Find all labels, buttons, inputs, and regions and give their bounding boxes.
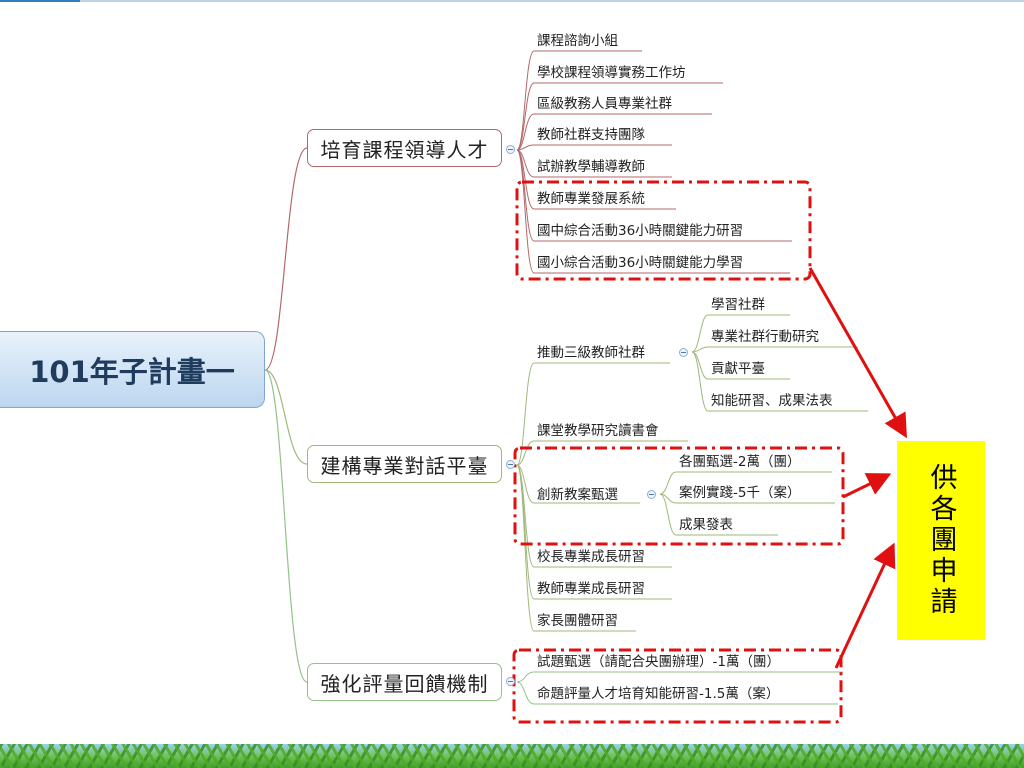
subtopic-node[interactable]: 知能研習、成果法表 xyxy=(711,393,833,409)
topic-node[interactable]: 國小綜合活動36小時關鍵能力學習 xyxy=(537,255,744,271)
topic-node[interactable]: 教師專業發展系統 xyxy=(537,191,645,207)
branch-node-curriculum-leadership[interactable]: 培育課程領導人才 xyxy=(307,129,502,167)
topic-node[interactable]: 區級教務人員專業社群 xyxy=(537,96,672,112)
grass-decoration xyxy=(0,744,1024,768)
arrow-3 xyxy=(834,542,896,669)
root-node[interactable]: 101年子計畫一 xyxy=(0,331,265,408)
topic-node[interactable]: 教師社群支持團隊 xyxy=(537,127,645,143)
subtopic-node[interactable]: 案例實踐-5千（案） xyxy=(679,485,801,501)
subtopic-node[interactable]: 成果發表 xyxy=(679,517,733,533)
collapse-toggle-icon[interactable] xyxy=(506,677,515,686)
callout-text: 供各團申請 xyxy=(925,463,957,618)
highlight-box-1 xyxy=(515,180,812,281)
topic-node[interactable]: 試辦教學輔導教師 xyxy=(537,159,645,175)
branch-node-assessment-feedback[interactable]: 強化評量回饋機制 xyxy=(307,663,502,701)
branch-node-dialogue-platform[interactable]: 建構專業對話平臺 xyxy=(307,445,502,483)
topic-node[interactable]: 命題評量人才培育知能研習-1.5萬（案） xyxy=(537,686,780,702)
topic-node[interactable]: 國中綜合活動36小時關鍵能力研習 xyxy=(537,223,744,239)
top-border xyxy=(0,0,1024,2)
collapse-toggle-icon[interactable] xyxy=(679,348,688,357)
subtopic-node[interactable]: 貢獻平臺 xyxy=(711,361,765,377)
highlight-box-3 xyxy=(512,648,843,724)
topic-node[interactable]: 教師專業成長研習 xyxy=(537,581,645,597)
subtopic-node[interactable]: 專業社群行動研究 xyxy=(711,329,819,345)
arrow-2 xyxy=(842,473,892,499)
arrow-1 xyxy=(808,267,907,439)
topic-node[interactable]: 校長專業成長研習 xyxy=(537,549,645,565)
subtopic-node[interactable]: 學習社群 xyxy=(711,297,765,313)
collapse-toggle-icon[interactable] xyxy=(506,145,515,154)
topic-node[interactable]: 課程諮詢小組 xyxy=(537,33,618,49)
topic-node[interactable]: 學校課程領導實務工作坊 xyxy=(537,65,686,81)
collapse-toggle-icon[interactable] xyxy=(506,460,515,469)
topic-node[interactable]: 創新教案甄選 xyxy=(537,487,618,503)
collapse-toggle-icon[interactable] xyxy=(647,490,656,499)
subtopic-node[interactable]: 各團甄選-2萬（團） xyxy=(679,454,801,470)
topic-node[interactable]: 課堂教學研究讀書會 xyxy=(537,423,659,439)
application-callout: 供各團申請 xyxy=(897,441,985,640)
topic-node[interactable]: 家長團體研習 xyxy=(537,613,618,629)
topic-node[interactable]: 試題甄選（請配合央團辦理）-1萬（團） xyxy=(537,654,780,670)
topic-node[interactable]: 推動三級教師社群 xyxy=(537,345,645,361)
